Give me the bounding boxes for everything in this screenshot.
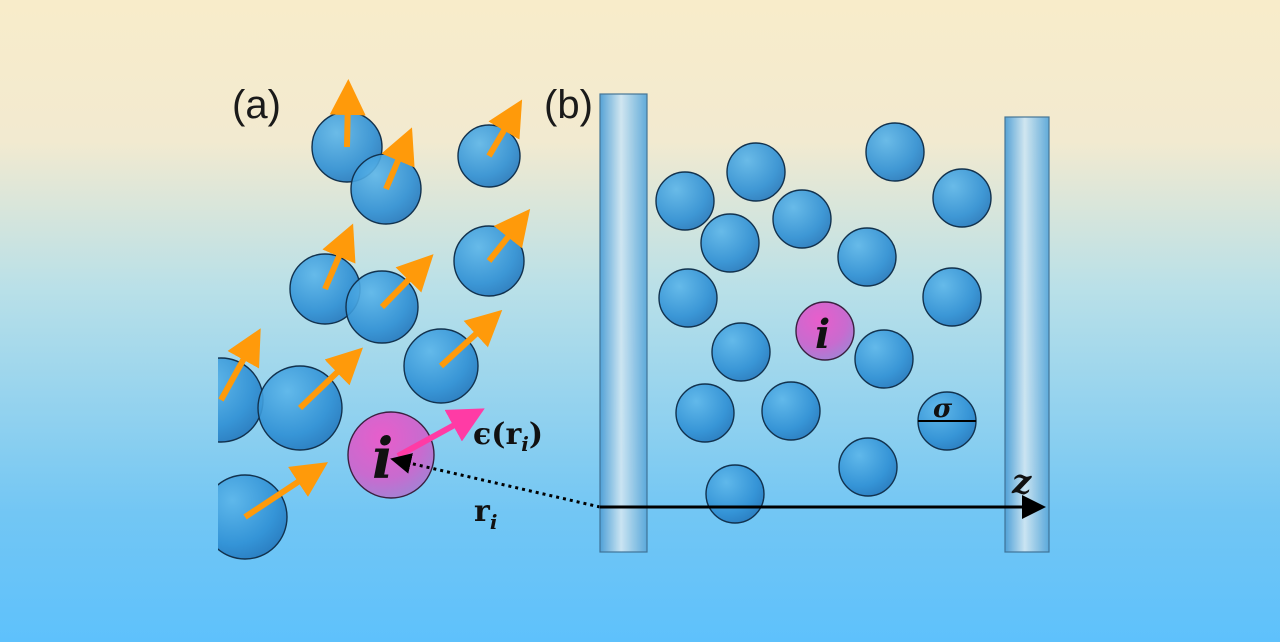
particle-b5 — [772, 189, 832, 249]
particle-b11 — [854, 329, 914, 389]
orientation-arrow — [329, 79, 366, 148]
panel-b-label: (b) — [544, 83, 593, 127]
epsilon-arrow — [396, 408, 485, 459]
particle-b4 — [932, 168, 992, 228]
particle-b3 — [655, 171, 715, 231]
panel-a-label: (a) — [232, 83, 281, 127]
epsilon-label: ϵ(ri) — [473, 417, 543, 456]
left-wall — [599, 93, 648, 553]
orientation-arrow — [438, 309, 503, 369]
panel-b-particles — [655, 122, 992, 524]
particle-b2 — [865, 122, 925, 182]
panel-b: (b) i σ z — [544, 83, 1050, 553]
orientation-arrow — [322, 223, 356, 291]
tagged-particle-b — [795, 301, 855, 361]
particle-label-b: i — [815, 311, 830, 358]
particle-b15 — [838, 437, 898, 497]
particle-b6 — [700, 213, 760, 273]
orientation-arrow — [381, 127, 415, 191]
right-wall — [1004, 116, 1050, 553]
orientation-arrow — [218, 328, 261, 402]
particle-b10 — [711, 322, 771, 382]
orientation-arrow — [486, 99, 523, 158]
panel-a-particles — [218, 79, 531, 560]
particle-b8 — [658, 268, 718, 328]
particle-label-a: i — [372, 426, 393, 492]
diameter-label: σ — [933, 394, 953, 424]
particle-b12 — [675, 383, 735, 443]
particle-b16 — [705, 464, 765, 524]
orientation-arrow — [297, 347, 363, 411]
panel-a: (a) — [218, 79, 601, 560]
particle-b1 — [726, 142, 786, 202]
orientation-arrow — [379, 254, 434, 310]
particle-a10 — [218, 474, 288, 560]
particle-b9 — [922, 267, 982, 327]
particle-b13 — [761, 381, 821, 441]
z-axis-label: z — [1011, 462, 1032, 502]
orientation-arrow — [243, 462, 329, 520]
particle-b7 — [837, 227, 897, 287]
orientation-arrow — [486, 208, 531, 263]
position-label: ri — [474, 494, 497, 534]
